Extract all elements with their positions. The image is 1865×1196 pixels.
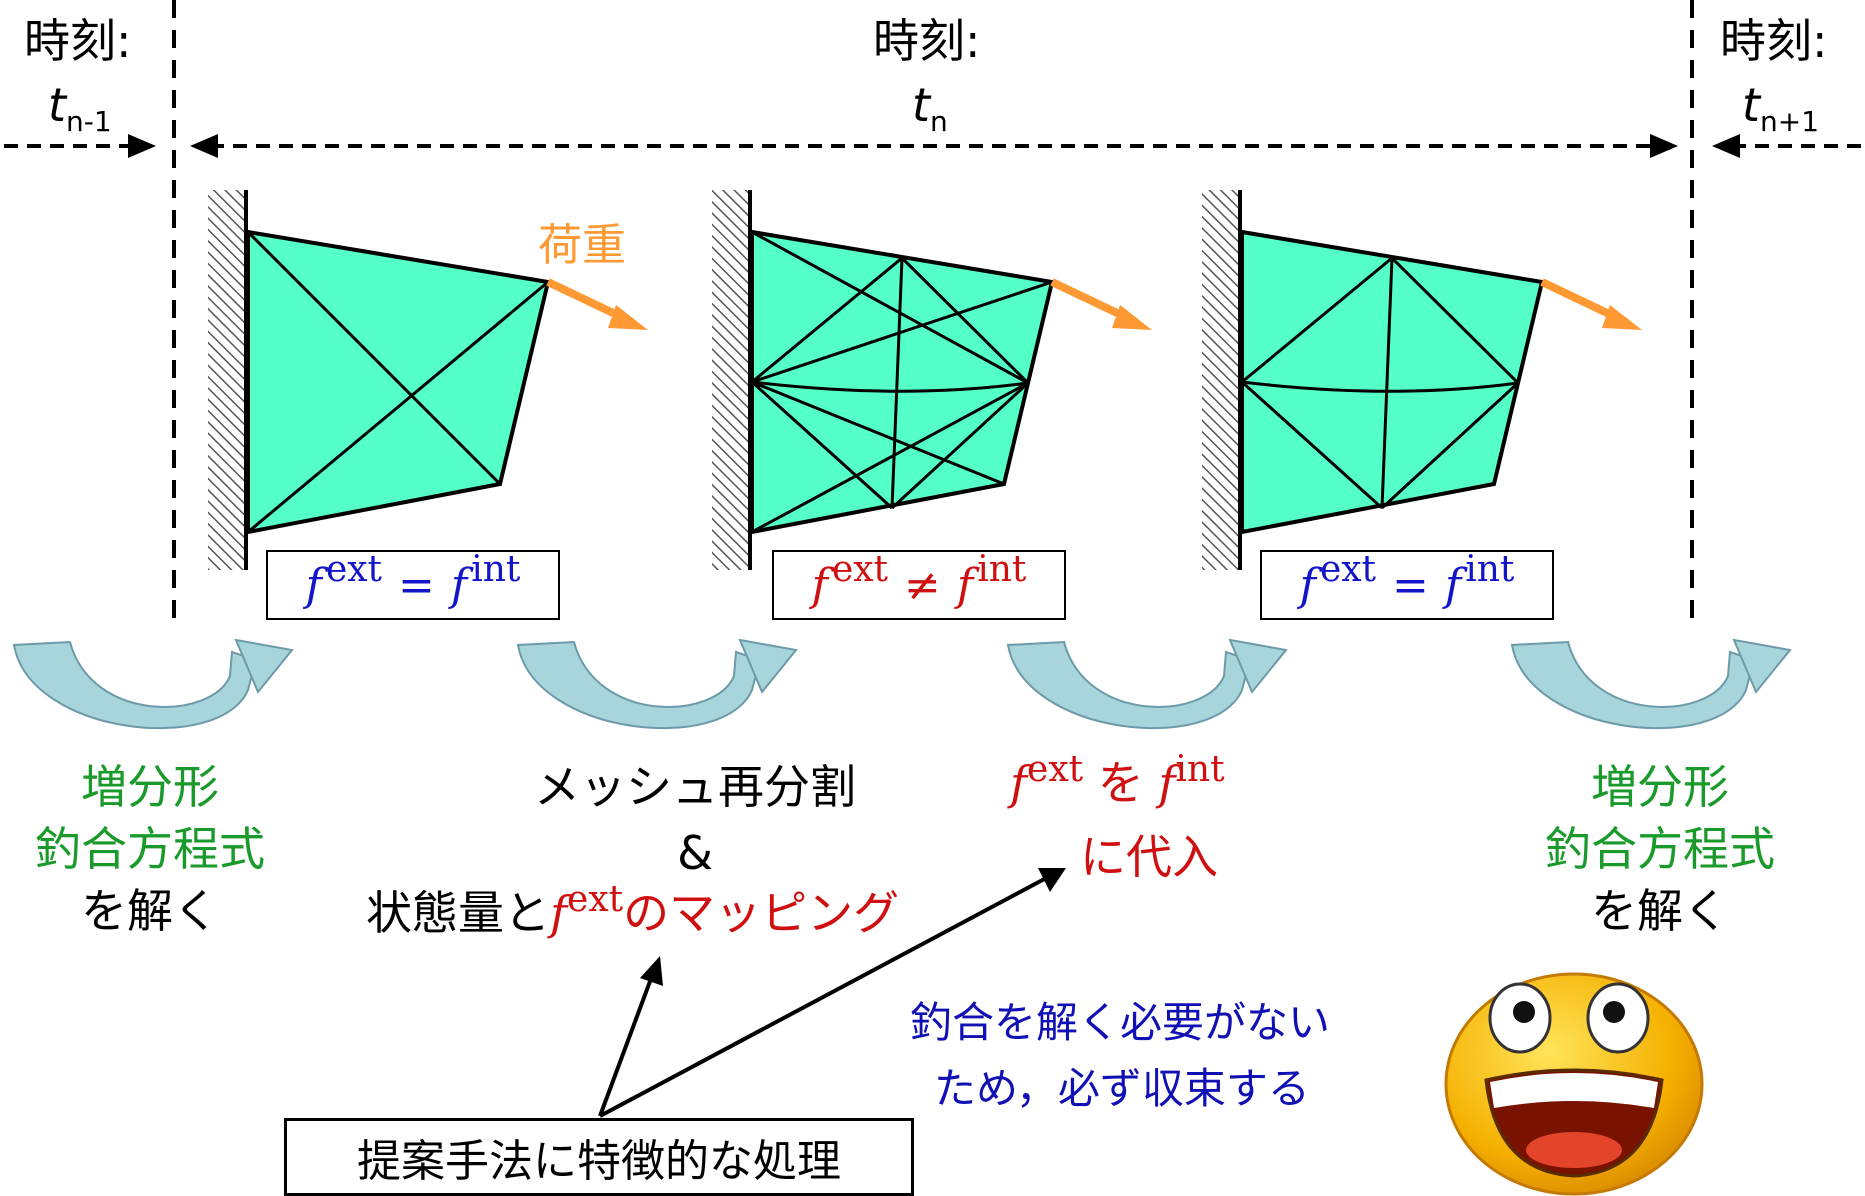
load-arrow-2 — [1050, 278, 1152, 330]
mesh-panel-1 — [208, 190, 648, 570]
step-label-4: 増分形 釣合方程式 を解く — [1510, 764, 1810, 934]
convergence-comment-line2: ため，必ず収束する — [934, 1064, 1310, 1113]
curved-arrow-4 — [1510, 638, 1792, 730]
pointer-arrow-to-substitution — [599, 868, 1066, 1118]
time-symbol-prev: tn-1 — [48, 78, 112, 138]
step1-line3: を解く — [81, 884, 219, 938]
grinning-face-icon — [1444, 972, 1704, 1196]
step4-line3: を解く — [1591, 884, 1729, 938]
time-symbol-next: tn+1 — [1742, 78, 1820, 138]
proposed-method-note-box: 提案手法に特徴的な処理 — [284, 1118, 914, 1196]
step1-line1: 増分形 — [81, 760, 219, 814]
fixed-wall-3 — [1202, 190, 1240, 570]
step-label-1: 増分形 釣合方程式 を解く — [0, 764, 300, 934]
step2-line2: & — [677, 826, 713, 880]
load-arrow-1 — [546, 278, 648, 330]
load-label: 荷重 — [538, 220, 626, 271]
time-symbol-current: tn — [912, 78, 948, 138]
timeline-arrow-current — [190, 134, 1678, 158]
step4-line2: 釣合方程式 — [1545, 822, 1775, 876]
step3-line2: に代入 — [1080, 830, 1218, 884]
curved-arrow-1 — [12, 638, 294, 730]
curved-arrow-3 — [1006, 638, 1288, 730]
pointer-arrow-to-mapping — [598, 956, 663, 1117]
curved-arrow-2 — [516, 638, 798, 730]
time-label-next: 時刻: — [1720, 14, 1828, 68]
mesh-panel-3 — [1202, 190, 1642, 570]
load-arrow-3 — [1540, 278, 1642, 330]
step2-line1: メッシュ再分割 — [534, 760, 856, 814]
timeline-arrow-next — [1712, 134, 1865, 158]
convergence-comment-line1: 釣合を解く必要がない — [910, 998, 1331, 1047]
mesh-panel-2 — [712, 190, 1152, 570]
proposed-method-note-text: 提案手法に特徴的な処理 — [357, 1136, 841, 1187]
step4-line1: 増分形 — [1591, 760, 1729, 814]
step3-line1: fext を fint — [1010, 749, 1225, 810]
fixed-wall-2 — [712, 190, 750, 570]
fixed-wall-1 — [208, 190, 246, 570]
time-label-prev: 時刻: — [24, 14, 132, 68]
time-label-current: 時刻: — [873, 14, 981, 68]
timeline-arrow-prev — [4, 134, 156, 158]
step1-line2: 釣合方程式 — [35, 822, 265, 876]
step2-line3: 状態量とfextのマッピング — [366, 879, 900, 940]
